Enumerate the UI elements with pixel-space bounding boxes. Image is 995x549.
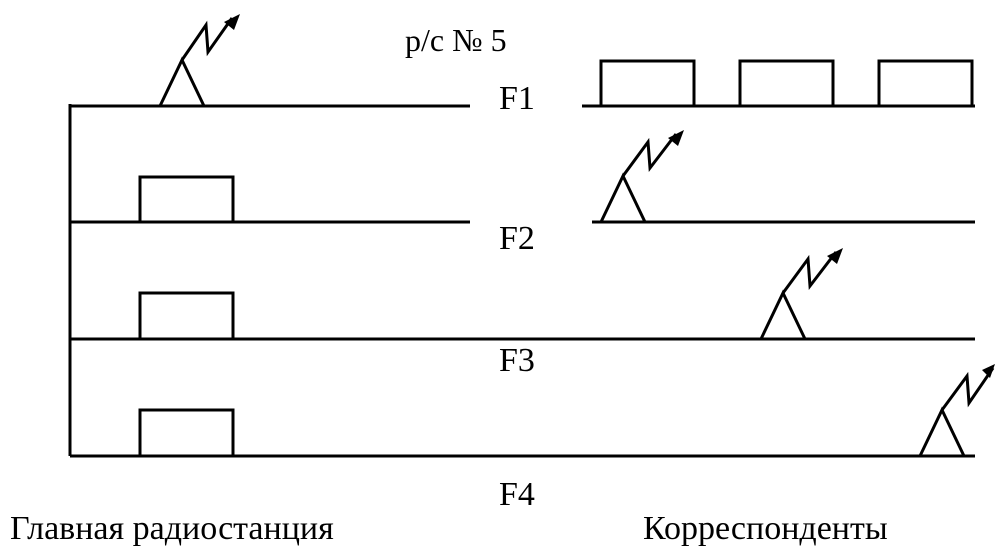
frequency-label-f2: F2 [499,220,535,257]
frequency-label-f1: F1 [499,80,535,117]
main-receiver-f4 [138,408,235,458]
diagram-title: р/с № 5 [405,22,507,58]
main-receiver-f3 [138,291,235,341]
correspondent-receiver-3 [877,59,974,108]
arrowhead-icon [668,130,684,146]
frequency-label-f4: F4 [499,476,535,513]
main-receiver-f2 [138,175,235,224]
correspondent-transmitter-f3-icon [758,251,838,341]
correspondent-receiver-2 [738,59,835,108]
correspondent-receiver-1 [599,59,696,108]
correspondents-caption: Корреспонденты [643,510,888,547]
correspondent-transmitter-f4-icon [917,367,995,458]
arrowhead-icon [982,364,995,378]
arrowhead-icon [827,248,843,264]
correspondent-transmitter-f2-icon [598,133,678,224]
arrowhead-icon [224,14,240,30]
main-transmitter-icon [157,17,234,108]
main-station-caption: Главная радиостанция [10,510,334,547]
frequency-label-f3: F3 [499,342,535,379]
